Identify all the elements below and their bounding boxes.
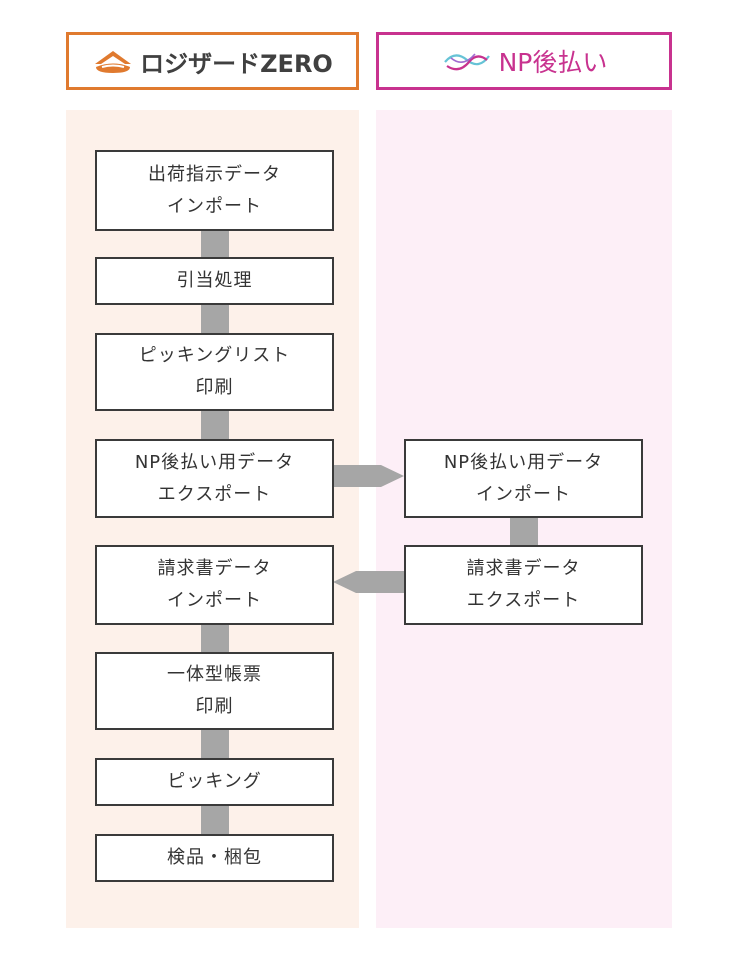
step-np-data-import: NP後払い用データ インポート bbox=[404, 439, 643, 518]
step-np-data-export: NP後払い用データ エクスポート bbox=[95, 439, 334, 518]
step-invoice-data-import: 請求書データ インポート bbox=[95, 545, 334, 625]
logizard-zero-header: ロジザードZERO bbox=[66, 32, 359, 90]
connector bbox=[201, 304, 229, 334]
step-inspection-packing: 検品・梱包 bbox=[95, 834, 334, 882]
np-atobarai-logo-icon bbox=[443, 53, 490, 71]
connector bbox=[201, 729, 229, 759]
np-atobarai-logo-text: NP後払い bbox=[498, 48, 608, 77]
connector bbox=[201, 624, 229, 653]
step-invoice-data-export: 請求書データ エクスポート bbox=[404, 545, 643, 625]
step-allocation: 引当処理 bbox=[95, 257, 334, 305]
np-atobarai-header: NP後払い bbox=[376, 32, 672, 90]
connector bbox=[201, 230, 229, 258]
step-shipping-data-import: 出荷指示データ インポート bbox=[95, 150, 334, 231]
logizard-logo-icon bbox=[95, 51, 132, 73]
connector bbox=[510, 517, 538, 546]
step-picking: ピッキング bbox=[95, 758, 334, 806]
export-arrow bbox=[333, 465, 404, 487]
logizard-logo-text: ロジザードZERO bbox=[140, 49, 333, 78]
connector bbox=[201, 805, 229, 835]
step-integrated-form-print: 一体型帳票 印刷 bbox=[95, 652, 334, 730]
import-arrow bbox=[333, 571, 404, 593]
connector bbox=[201, 410, 229, 440]
step-picking-list-print: ピッキングリスト 印刷 bbox=[95, 333, 334, 411]
